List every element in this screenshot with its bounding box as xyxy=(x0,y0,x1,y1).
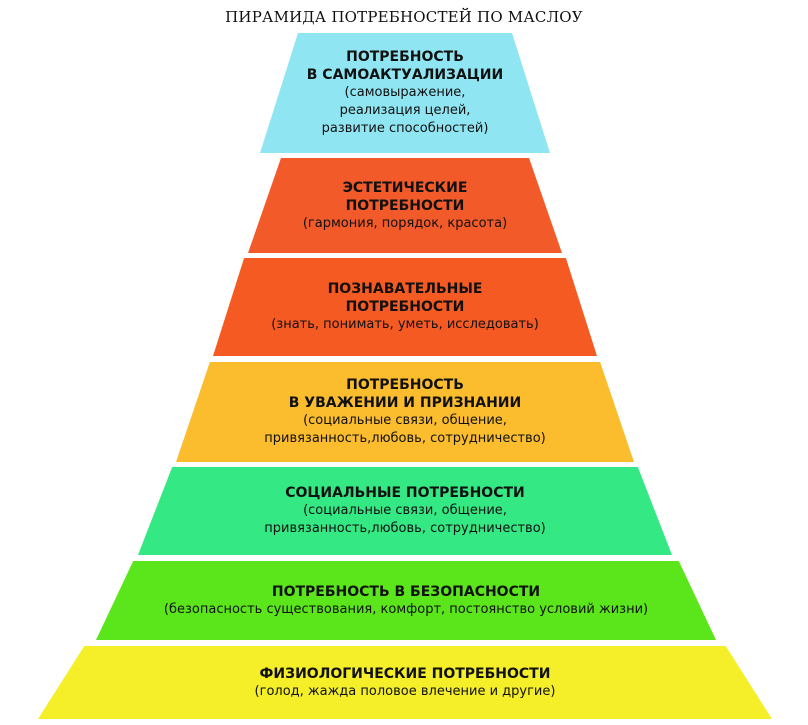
level-description-line: реализация целей, xyxy=(339,103,471,118)
level-heading-line: ЭСТЕТИЧЕСКИЕ xyxy=(342,179,468,196)
level-heading-line: В УВАЖЕНИИ И ПРИЗНАНИИ xyxy=(288,395,522,411)
level-description-line: (знать, понимать, уметь, исследовать) xyxy=(271,317,539,332)
pyramid-level-self-actualization: ПОТРЕБНОСТЬ В САМОАКТУАЛИЗАЦИИ (самовыраже… xyxy=(260,33,550,153)
pyramid-level-cognitive: ПОЗНАВАТЕЛЬНЫЕ ПОТРЕБНОСТИ (знать, понимат… xyxy=(213,258,597,356)
level-heading-line: ПОТРЕБНОСТИ xyxy=(345,197,465,214)
level-heading-line: ПОЗНАВАТЕЛЬНЫЕ xyxy=(327,281,483,297)
page-title: ПИРАМИДА ПОТРЕБНОСТЕЙ ПО МАСЛОУ xyxy=(225,8,583,26)
level-description-line: привязанность,любовь, сотрудничество) xyxy=(264,521,546,536)
pyramid-level-social: СОЦИАЛЬНЫЕ ПОТРЕБНОСТИ (социальные связи,… xyxy=(138,467,672,555)
level-description-line: (социальные связи, общение, xyxy=(303,503,507,518)
level-heading-line: СОЦИАЛЬНЫЕ ПОТРЕБНОСТИ xyxy=(285,485,525,501)
level-heading-line: ПОТРЕБНОСТЬ В БЕЗОПАСНОСТИ xyxy=(271,583,541,600)
level-description-line: развитие способностей) xyxy=(321,121,489,136)
level-heading-line: ФИЗИОЛОГИЧЕСКИЕ ПОТРЕБНОСТИ xyxy=(259,665,551,682)
pyramid-level-physiological: ФИЗИОЛОГИЧЕСКИЕ ПОТРЕБНОСТИ(голод, жажда… xyxy=(38,646,772,719)
level-heading-line: ПОТРЕБНОСТЬ xyxy=(346,49,464,65)
level-description-line: (голод, жажда половое влечение и другие) xyxy=(254,683,556,699)
level-description-line: (гармония, порядок, красота) xyxy=(302,215,508,231)
level-heading-line: В САМОАКТУАЛИЗАЦИИ xyxy=(306,67,504,83)
pyramid-level-safety: ПОТРЕБНОСТЬ В БЕЗОПАСНОСТИ(безопасность … xyxy=(96,561,716,640)
level-description-line: (самовыражение, xyxy=(344,85,466,100)
pyramid-level-esteem: ПОТРЕБНОСТЬ В УВАЖЕНИИ И ПРИЗНАНИИ (социал… xyxy=(176,362,634,462)
level-description-line: привязанность,любовь, сотрудничество) xyxy=(264,431,546,446)
level-description-line: (социальные связи, общение, xyxy=(303,413,507,428)
level-heading-line: ПОТРЕБНОСТЬ xyxy=(346,377,464,393)
level-description-line: (безопасность существования, комфорт, по… xyxy=(163,601,649,617)
level-heading-line: ПОТРЕБНОСТИ xyxy=(345,299,465,315)
